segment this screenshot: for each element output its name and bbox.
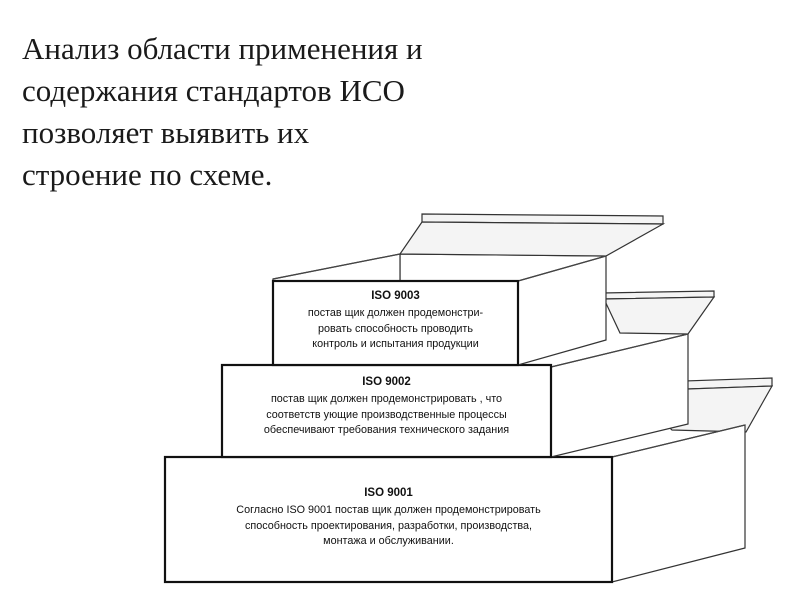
iso-9001-line: способность проектирования, разработки, … (165, 519, 612, 535)
iso-9003-line: постав щик должен продемонстри- (273, 306, 518, 322)
iso-9003-line: контроль и испытания продукции (273, 337, 518, 353)
iso-9001-title: ISO 9001 (165, 486, 612, 500)
iso-9003-title: ISO 9003 (273, 289, 518, 303)
iso-9002-line: постав щик должен продемонстрировать , ч… (222, 392, 551, 408)
iso-9001-label: ISO 9001 Согласно ISO 9001 постав щик до… (165, 486, 612, 550)
iso-9002-line: соответств ующие производственные процес… (222, 408, 551, 424)
iso-9003-line: ровать способность проводить (273, 322, 518, 338)
iso-9003-label: ISO 9003 постав щик должен продемонстри-… (273, 289, 518, 353)
iso-9002-line: обеспечивают требования технического зад… (222, 423, 551, 439)
iso-9001-line: монтажа и обслуживании. (165, 534, 612, 550)
lid-flap-middle-inner (604, 297, 714, 334)
lid-flap-top-inner (400, 222, 663, 256)
iso-9002-title: ISO 9002 (222, 375, 551, 389)
side-face-bottom (612, 425, 745, 582)
iso-9002-label: ISO 9002 постав щик должен продемонстрир… (222, 375, 551, 439)
iso-9001-line: Согласно ISO 9001 постав щик должен прод… (165, 503, 612, 519)
side-face-middle (551, 334, 688, 457)
